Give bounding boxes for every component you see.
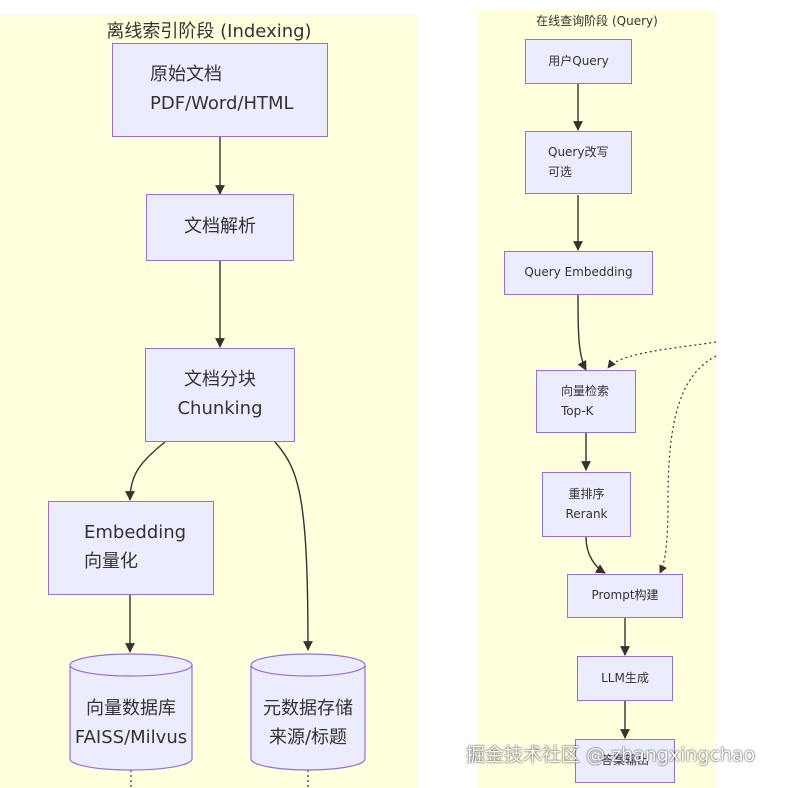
node-llm-generate-line1: LLM生成 xyxy=(601,670,649,685)
node-query-embedding: Query Embedding xyxy=(504,251,653,295)
edge-chunk-to-meta xyxy=(274,441,313,651)
edge-rerank-to-prompt xyxy=(585,536,606,574)
node-source-docs: 原始文档 PDF/Word/HTML xyxy=(112,43,328,137)
node-vector-db-line2: FAISS/Milvus xyxy=(74,726,188,748)
edge-meta-to-prompt xyxy=(659,355,717,574)
node-source-docs-line2: PDF/Word/HTML xyxy=(150,93,294,114)
node-query-rewrite: Query改写 可选 xyxy=(525,131,632,194)
node-source-docs-line1: 原始文档 xyxy=(150,64,222,86)
node-vector-db: 向量数据库 FAISS/Milvus xyxy=(69,653,193,771)
query-cluster-title: 在线查询阶段 (Query) xyxy=(536,14,658,28)
node-parse: 文档解析 xyxy=(146,194,294,261)
edge-vectordb-to-retrieve xyxy=(607,341,717,369)
node-vector-retrieve-line2: Top-K xyxy=(561,403,594,418)
meta-store-cylinder-shape xyxy=(250,653,366,771)
node-vector-db-line1: 向量数据库 xyxy=(86,698,176,719)
node-query-rewrite-line2: 可选 xyxy=(548,164,573,179)
edge-chunk-to-embed xyxy=(125,441,166,501)
node-user-query-line1: 用户Query xyxy=(548,53,609,68)
node-embedding-line2: 向量化 xyxy=(84,551,138,572)
node-embedding-line1: Embedding xyxy=(84,522,187,544)
node-prompt-build: Prompt构建 xyxy=(567,574,683,618)
node-chunk-line2: Chunking xyxy=(177,398,263,419)
node-chunk-line1: 文档分块 xyxy=(184,369,256,391)
indexing-cluster-title: 离线索引阶段 (Indexing) xyxy=(106,21,312,42)
node-embedding: Embedding 向量化 xyxy=(48,501,214,595)
edge-embed-to-retrieve xyxy=(577,294,587,371)
node-user-query: 用户Query xyxy=(525,39,632,84)
node-rerank: 重排序 Rerank xyxy=(542,472,631,537)
node-query-embedding-line1: Query Embedding xyxy=(524,265,633,280)
node-answer-output: 答案输出 xyxy=(575,739,675,783)
node-parse-line1: 文档解析 xyxy=(184,216,256,238)
node-prompt-build-line1: Prompt构建 xyxy=(591,588,659,603)
node-rerank-line1: 重排序 xyxy=(568,487,605,502)
node-rerank-line2: Rerank xyxy=(565,506,608,521)
watermark-text: 掘金技术社区 @ zhangxingchao xyxy=(466,744,756,766)
node-answer-output-line1: 答案输出 xyxy=(600,753,649,768)
node-llm-generate: LLM生成 xyxy=(577,656,673,701)
node-meta-store-line2: 来源/标题 xyxy=(268,726,348,748)
node-meta-store-line1: 元数据存储 xyxy=(263,698,353,719)
vector-db-cylinder-shape xyxy=(69,653,193,771)
node-vector-retrieve: 向量检索 Top-K xyxy=(536,370,636,433)
node-chunk: 文档分块 Chunking xyxy=(145,348,295,442)
node-vector-retrieve-line1: 向量检索 xyxy=(561,384,610,399)
node-meta-store: 元数据存储 来源/标题 xyxy=(250,653,366,771)
node-query-rewrite-line1: Query改写 xyxy=(548,145,609,160)
